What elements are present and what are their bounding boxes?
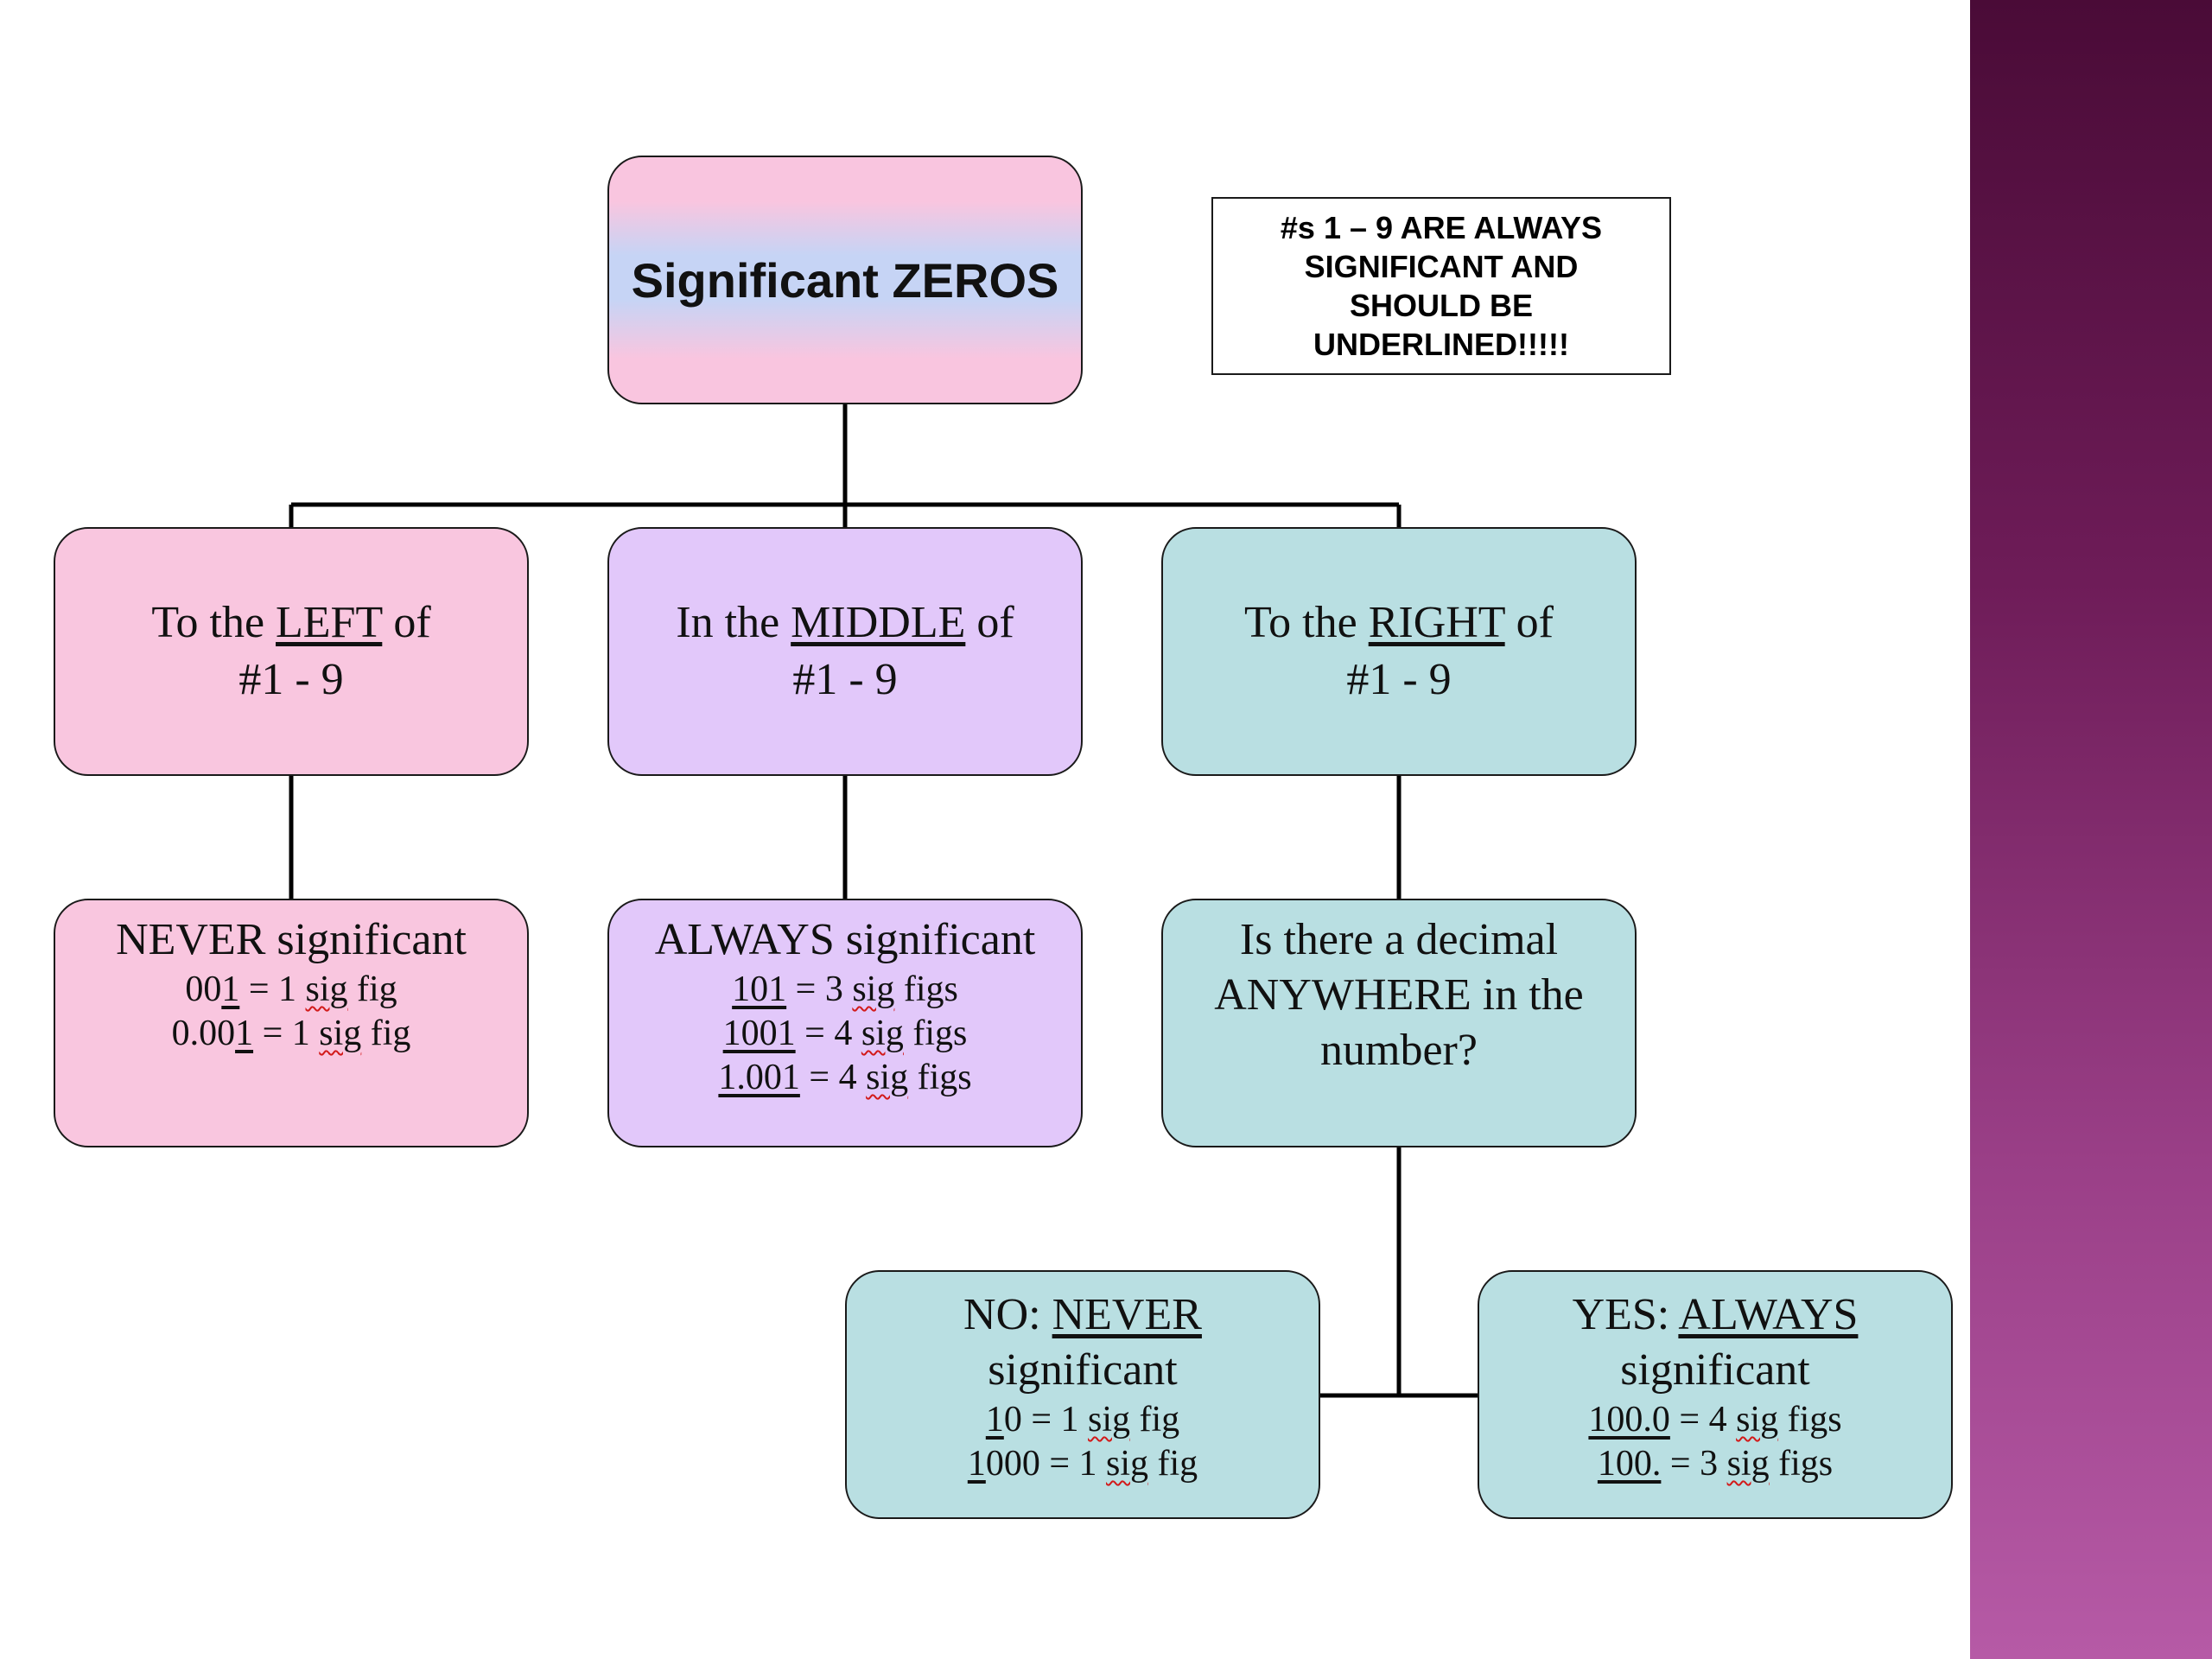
- no-keyword: NEVER: [1052, 1290, 1202, 1339]
- question-line: Is there a decimal: [1239, 915, 1559, 964]
- right-heading: To the RIGHT of: [1244, 598, 1554, 647]
- note-line: UNDERLINED!!!!!: [1313, 327, 1569, 362]
- root-title: Significant ZEROS: [632, 252, 1059, 308]
- left-example: 0.001 = 1 sig fig: [171, 1014, 411, 1053]
- node-always-significant: ALWAYS significant 101 = 3 sig figs 1001…: [607, 899, 1083, 1147]
- middle-heading-line2: #1 - 9: [792, 655, 898, 704]
- node-yes-decimal: YES: ALWAYS significant 100.0 = 4 sig fi…: [1478, 1270, 1953, 1519]
- right-keyword: RIGHT: [1368, 598, 1505, 647]
- note-line: SIGNIFICANT AND: [1304, 249, 1579, 284]
- underline-note: #s 1 – 9 ARE ALWAYS SIGNIFICANT AND SHOU…: [1211, 197, 1671, 375]
- question-line: ANYWHERE in the: [1214, 970, 1584, 1020]
- node-no-decimal: NO: NEVER significant 10 = 1 sig fig 100…: [845, 1270, 1320, 1519]
- node-left-of-digits: To the LEFT of #1 - 9: [54, 527, 529, 776]
- no-example: 10 = 1 sig fig: [985, 1400, 1180, 1440]
- node-middle-of-digits: In the MIDDLE of #1 - 9: [607, 527, 1083, 776]
- decorative-sidebar: [1970, 0, 2212, 1659]
- middle-rule: ALWAYS significant: [654, 915, 1036, 964]
- note-line: #s 1 – 9 ARE ALWAYS: [1280, 210, 1603, 245]
- left-rule: NEVER significant: [116, 915, 467, 964]
- left-keyword: LEFT: [276, 598, 383, 647]
- node-decimal-question: Is there a decimal ANYWHERE in the numbe…: [1161, 899, 1637, 1147]
- right-heading-line2: #1 - 9: [1346, 655, 1452, 704]
- root-title-part1: Significant: [631, 252, 879, 308]
- question-line: number?: [1320, 1026, 1478, 1075]
- middle-keyword: MIDDLE: [791, 598, 966, 647]
- left-heading-line2: #1 - 9: [238, 655, 344, 704]
- connector-lines: [289, 404, 1478, 1398]
- yes-keyword: ALWAYS: [1678, 1290, 1859, 1339]
- node-never-significant: NEVER significant 001 = 1 sig fig 0.001 …: [54, 899, 529, 1147]
- no-heading: NO: NEVER: [963, 1290, 1202, 1339]
- yes-heading: YES: ALWAYS: [1572, 1290, 1859, 1339]
- middle-example: 1001 = 4 sig figs: [722, 1014, 968, 1053]
- root-node: Significant ZEROS: [607, 156, 1083, 404]
- left-example: 001 = 1 sig fig: [185, 969, 397, 1009]
- node-right-of-digits: To the RIGHT of #1 - 9: [1161, 527, 1637, 776]
- yes-heading-line2: significant: [1620, 1345, 1810, 1395]
- middle-example: 1.001 = 4 sig figs: [718, 1058, 972, 1097]
- left-heading: To the LEFT of: [151, 598, 431, 647]
- no-heading-line2: significant: [988, 1345, 1178, 1395]
- note-line: SHOULD BE: [1349, 288, 1533, 323]
- root-title-part2: ZEROS: [892, 252, 1059, 308]
- no-example: 1000 = 1 sig fig: [967, 1444, 1198, 1484]
- yes-example: 100. = 3 sig figs: [1597, 1444, 1834, 1484]
- yes-example: 100.0 = 4 sig figs: [1588, 1400, 1842, 1440]
- middle-heading: In the MIDDLE of: [676, 598, 1014, 647]
- slide: Significant ZEROS #s 1 – 9 ARE ALWAYS SI…: [54, 156, 1953, 1519]
- middle-example: 101 = 3 sig figs: [732, 969, 958, 1009]
